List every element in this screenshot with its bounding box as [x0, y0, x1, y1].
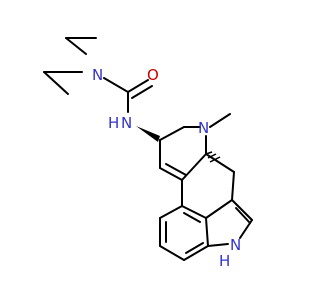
bond-ar-5b [185, 242, 204, 254]
bond-py-3 [239, 219, 253, 239]
bond-c9-c5 [181, 153, 207, 181]
bond-ring-c1-c2 [159, 126, 185, 141]
bond-n-methyl [209, 113, 231, 128]
bond-c10-c9-double-b [165, 163, 187, 176]
bond-ethyl2-b [43, 71, 69, 95]
atom-h-amide: H [108, 114, 119, 132]
molecule-canvas: N O H N N N H [43, 37, 253, 270]
bond-ar-7 [181, 205, 207, 219]
atom-o-carbonyl: O [147, 66, 159, 84]
bond-py-4 [207, 243, 229, 247]
bond-n-to-carbonyl [103, 77, 129, 93]
bond-py-1 [205, 199, 233, 219]
bond-c4-c3 [231, 171, 235, 201]
molecule-structure: N O H N N N H [43, 37, 253, 270]
bond-py-2 [231, 199, 253, 221]
atom-n-indole: N [230, 236, 241, 254]
bond-ar-6 [205, 217, 209, 247]
atom-n-amide: N [121, 114, 132, 132]
atom-n-amine: N [92, 66, 103, 84]
bond-c10-c9-double-a [159, 167, 183, 181]
bond-ethyl1-b [65, 37, 87, 55]
bond-ar-2 [159, 205, 183, 219]
bond-co-2 [131, 85, 153, 99]
bond-co-1 [127, 79, 149, 93]
bond-py-2b [235, 207, 251, 224]
bond-ar-5 [183, 245, 209, 261]
bond-ar-7b [183, 212, 201, 223]
bond-c5-c4 [205, 153, 235, 173]
atom-n-ring: N [198, 119, 209, 137]
atom-h-indole: H [219, 252, 230, 270]
bond-ar-4 [159, 245, 185, 261]
wedge-bond-nh [136, 126, 160, 142]
